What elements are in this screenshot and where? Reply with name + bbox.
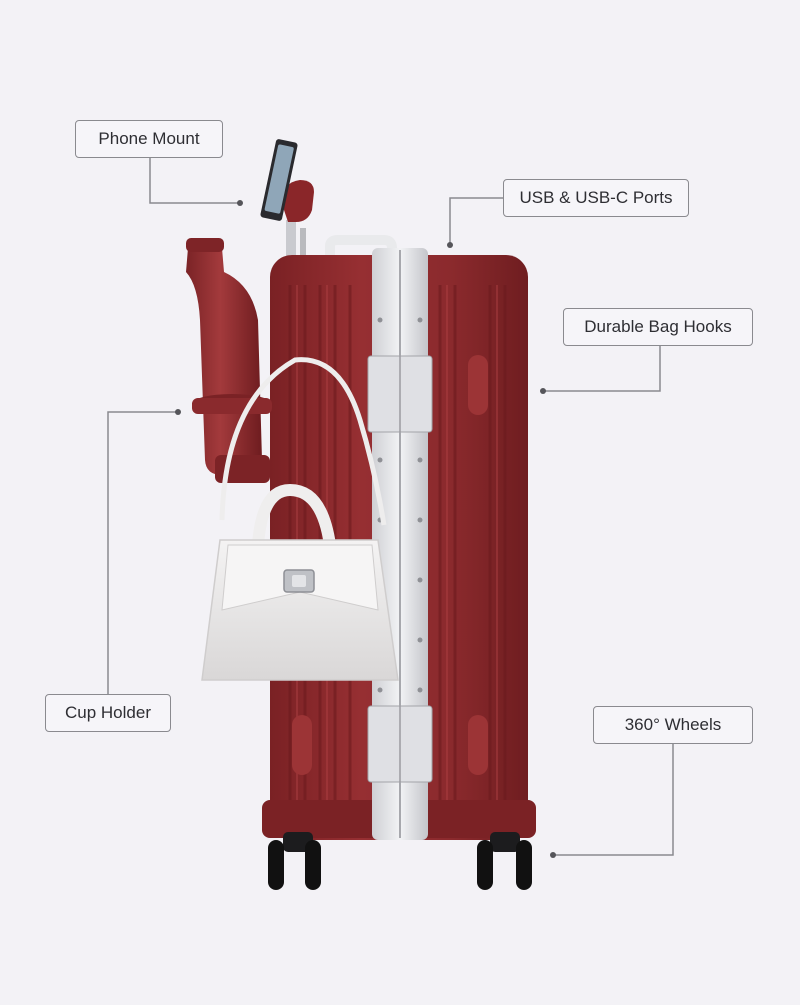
dot-usb-ports bbox=[447, 242, 453, 248]
top-carry-handle bbox=[325, 235, 397, 262]
bag-hooks-callout: Durable Bag Hooks bbox=[563, 308, 753, 346]
leader-cup-holder bbox=[107, 411, 178, 694]
handbag-icon bbox=[201, 357, 399, 681]
usb-ports-callout: USB & USB-C Ports bbox=[503, 179, 689, 217]
cup-holder-callout: Cup Holder bbox=[45, 694, 171, 732]
leader-dots bbox=[175, 200, 556, 858]
phone-icon bbox=[260, 139, 298, 221]
telescopic-handle bbox=[282, 180, 314, 280]
leader-bag-hooks bbox=[543, 346, 661, 392]
water-bottle-icon bbox=[186, 238, 262, 475]
dot-cup-holder bbox=[175, 409, 181, 415]
phone-mount-callout: Phone Mount bbox=[75, 120, 223, 158]
dot-bag-hooks bbox=[540, 388, 546, 394]
wheel-icon bbox=[268, 832, 532, 890]
leader-lines bbox=[107, 158, 674, 856]
leader-wheels bbox=[553, 744, 674, 856]
leader-phone-mount bbox=[149, 158, 240, 204]
leader-usb-ports bbox=[449, 197, 503, 245]
dot-wheels bbox=[550, 852, 556, 858]
wheels-callout: 360° Wheels bbox=[593, 706, 753, 744]
dot-phone-mount bbox=[237, 200, 243, 206]
suitcase-icon bbox=[262, 248, 536, 840]
